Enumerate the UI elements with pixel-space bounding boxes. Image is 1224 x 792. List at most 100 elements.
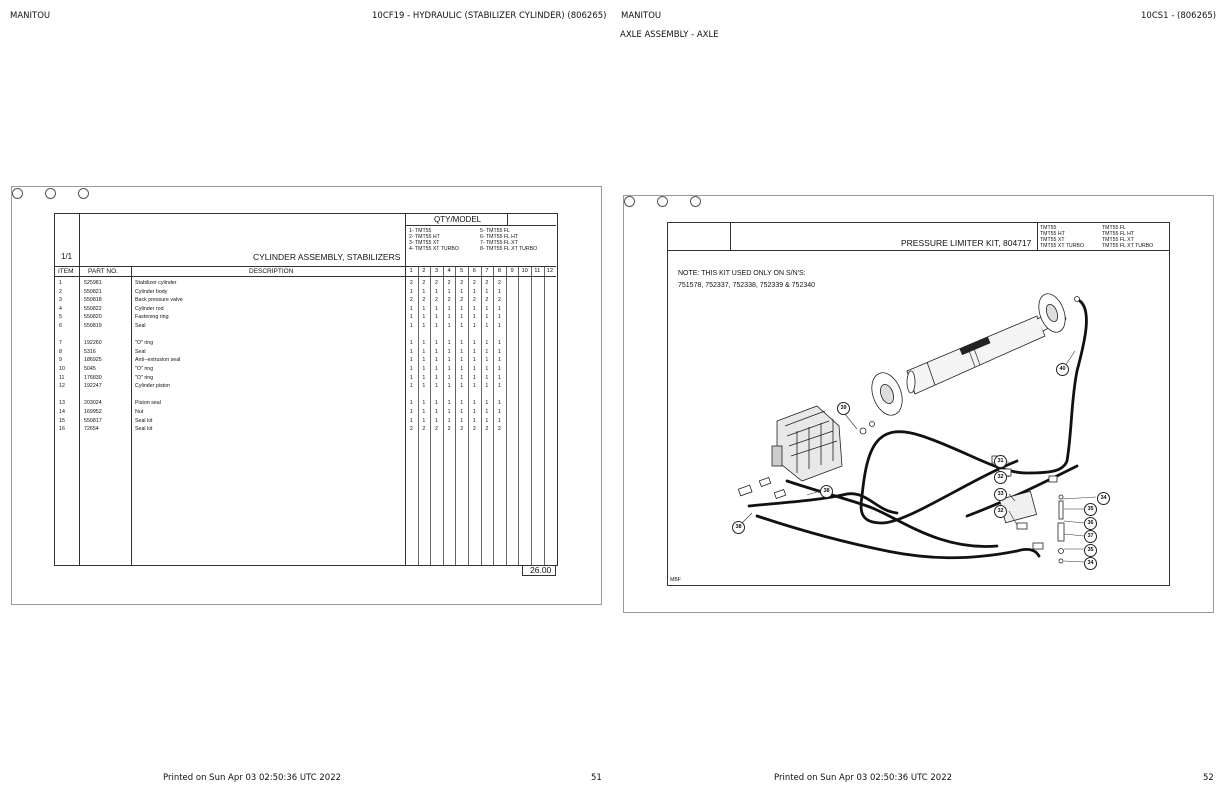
qty-cell: 1 [472, 366, 476, 372]
qty-cell: 2 [498, 297, 501, 304]
qty-cell: 1 [460, 323, 464, 329]
model-label: 5- TMT55 FL [480, 228, 510, 234]
part-description: Seal kit [135, 426, 153, 433]
qty-cell: 1 [472, 348, 476, 355]
part-number: 72654 [84, 426, 99, 433]
item-number: 15 [59, 417, 65, 424]
qty-cell: 1 [435, 323, 438, 329]
qty-cell: 1 [409, 288, 413, 295]
parts-list-sheet [54, 213, 558, 566]
qty-cell: 1 [498, 323, 501, 329]
right-models-right: TMT55 FL TMT55 FL HT TMT55 FL XT TMT55 F… [1102, 225, 1153, 249]
qty-cell: 1 [472, 417, 476, 424]
qty-cell: 2 [472, 426, 476, 433]
part-description: Cylinder body [135, 288, 168, 295]
qty-cell: 1 [460, 340, 464, 347]
qty-cell: 1 [498, 366, 501, 372]
qty-cell: 1 [409, 314, 413, 321]
model-label: TMT55 XT [1040, 237, 1065, 243]
qty-cell: 2 [460, 297, 464, 304]
part-description: Cylinder piston [135, 383, 171, 390]
right-section-title: 10CS1 - (806265) [1141, 11, 1217, 21]
sheet-number: 1/1 [61, 252, 73, 261]
model-label: 1- TMT55 [409, 228, 432, 234]
qty-cell: 1 [447, 314, 451, 321]
qty-cell: 1 [447, 357, 451, 364]
corner-code: MBF [670, 577, 681, 583]
sheet-footer-number: 26.00 [530, 565, 552, 575]
qty-cell: 1 [435, 417, 438, 424]
part-number: 186925 [84, 357, 102, 364]
qty-cell: 2 [422, 280, 426, 286]
qty-cell: 1 [409, 357, 413, 364]
callout-38: 38 [732, 521, 745, 534]
qty-cell: 1 [447, 374, 451, 381]
callout-40: 40 [1056, 363, 1069, 376]
part-number: 192260 [84, 340, 102, 347]
qty-column-header: 8 [497, 268, 502, 274]
qty-cell: 1 [460, 409, 464, 415]
qty-cell: 1 [447, 348, 451, 355]
qty-cell: 1 [472, 383, 476, 390]
qty-cell: 1 [447, 417, 451, 424]
item-number: 4 [59, 305, 62, 312]
part-description: "O" ring [135, 374, 154, 381]
part-description: Piston seal [135, 400, 161, 407]
part-number: 192247 [84, 383, 102, 390]
qty-cell: 1 [485, 305, 489, 312]
qty-cell: 1 [435, 348, 438, 355]
model-label: TMT55 FL [1102, 225, 1126, 231]
right-brand: MANITOU [621, 11, 662, 21]
qty-cell: 1 [485, 409, 489, 415]
item-number: 11 [59, 374, 65, 381]
model-label: TMT55 HT [1040, 231, 1065, 237]
qty-cell: 1 [409, 374, 413, 381]
qty-column-header: 5 [460, 268, 464, 274]
qty-cell: 1 [485, 314, 489, 321]
qty-column-header: 11 [534, 268, 541, 274]
part-description: Seal [135, 323, 146, 329]
qty-cell: 2 [435, 297, 438, 304]
callout-34: 34 [1097, 492, 1110, 505]
qty-cell: 1 [498, 357, 501, 364]
part-description: Fastening ring [135, 314, 169, 321]
qty-cell: 2 [472, 297, 476, 304]
qty-cell: 1 [472, 409, 476, 415]
column-header-part: PART NO. [88, 268, 118, 275]
qty-column-header: 9 [510, 268, 514, 274]
qty-cell: 2 [409, 280, 413, 286]
right-sheet-title: PRESSURE LIMITER KIT, 804717 [901, 238, 1032, 248]
qty-cell: 1 [460, 348, 464, 355]
qty-cell: 1 [422, 409, 426, 415]
qty-cell: 1 [485, 340, 489, 347]
qty-cell: 1 [409, 409, 413, 415]
qty-cell: 1 [447, 305, 451, 312]
qty-cell: 1 [435, 288, 438, 295]
qty-cell: 1 [422, 323, 426, 329]
qty-cell: 1 [435, 383, 438, 390]
item-number: 12 [59, 383, 65, 390]
qty-cell: 2 [498, 426, 501, 433]
part-description: Anti--extrusion seal [135, 357, 181, 364]
models-left-list: 1- TMT55 2- TMT55 HT 3- TMT55 XT 4- TMT5… [409, 228, 459, 252]
qty-cell: 1 [472, 323, 476, 329]
qty-cell: 1 [498, 383, 501, 390]
qty-column-header: 6 [472, 268, 476, 274]
qty-cell: 1 [485, 323, 489, 329]
item-number: 13 [59, 400, 65, 407]
qty-column-header: 7 [485, 268, 489, 274]
model-label: 7- TMT55 FL XT [480, 240, 518, 246]
qty-cell: 1 [460, 314, 464, 321]
part-number: 550819 [84, 323, 102, 329]
qty-cell: 1 [435, 366, 438, 372]
qty-cell: 1 [460, 288, 464, 295]
qty-column-header: 12 [546, 268, 554, 274]
part-number: 176830 [84, 374, 102, 381]
qty-cell: 1 [447, 323, 451, 329]
